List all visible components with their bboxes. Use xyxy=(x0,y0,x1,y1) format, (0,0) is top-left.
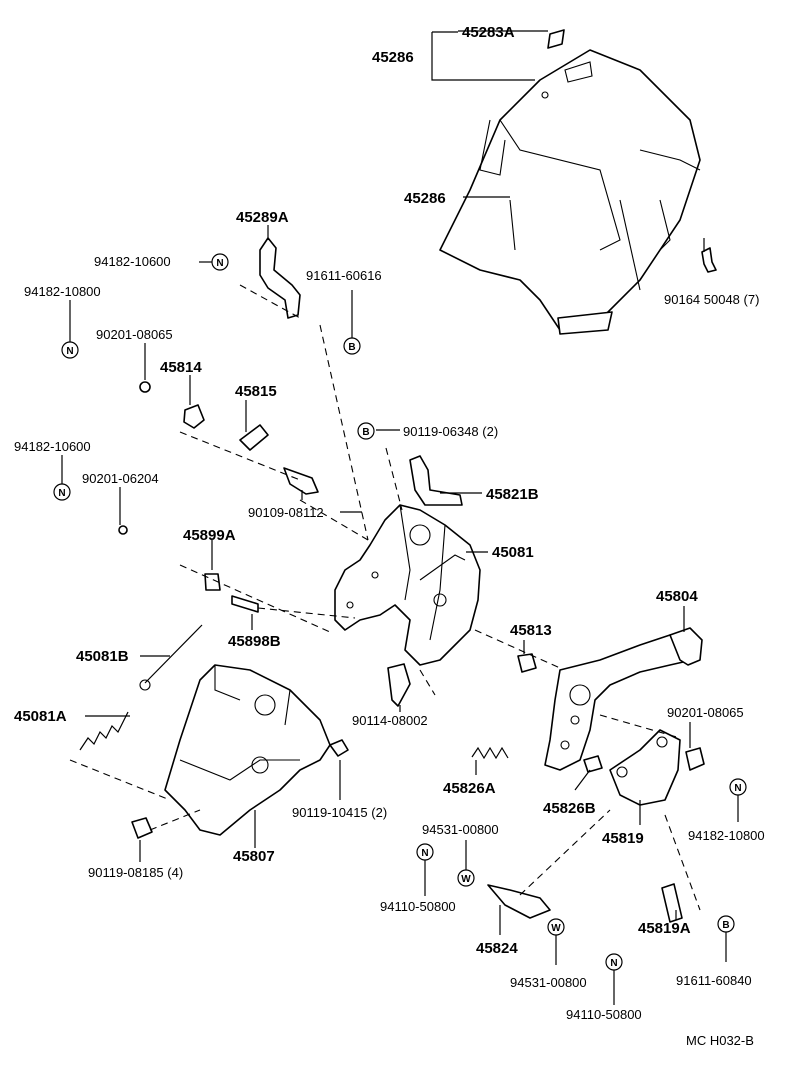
parking-pedal-45804 xyxy=(544,627,703,771)
label-45826A: 45826A xyxy=(443,780,496,797)
label-94110-50800-a: 94110-50800 xyxy=(380,899,456,914)
steering-column-cover xyxy=(439,29,701,335)
bracket-45821B xyxy=(409,455,463,506)
svg-text:B: B xyxy=(362,427,369,438)
plate-45819 xyxy=(609,729,681,806)
label-45804: 45804 xyxy=(656,588,698,605)
label-94182-10600-b: 94182-10600 xyxy=(14,439,91,454)
label-90201-08065-a: 90201-08065 xyxy=(96,327,173,342)
svg-text:N: N xyxy=(66,346,73,357)
diagram-code: MC H032-B xyxy=(686,1033,754,1048)
label-90114-08002: 90114-08002 xyxy=(352,713,428,728)
label-94531-00800-b: 94531-00800 xyxy=(510,975,587,990)
leader-lines xyxy=(61,30,739,1005)
label-94182-10800-a: 94182-10800 xyxy=(24,284,101,299)
label-94182-10800-b: 94182-10800 xyxy=(688,828,765,843)
label-94110-50800-b: 94110-50800 xyxy=(566,1007,642,1022)
label-45081B: 45081B xyxy=(76,648,129,665)
part-labels: 45283A 45286 45286 45289A 94182-10600 94… xyxy=(14,24,765,1048)
svg-text:N: N xyxy=(610,958,617,969)
label-45815: 45815 xyxy=(235,383,277,400)
label-45286: 45286 xyxy=(404,190,446,207)
pedal-support-45807 xyxy=(164,664,331,836)
svg-text:N: N xyxy=(734,783,741,794)
mark-n-2: N xyxy=(61,341,79,359)
label-90119-06348: 90119-06348 (2) xyxy=(403,424,498,439)
lever-45824 xyxy=(487,884,551,919)
mark-b-3: B xyxy=(717,915,735,933)
svg-text:N: N xyxy=(216,258,223,269)
pedal-bracket-45081 xyxy=(334,504,481,666)
label-45899A: 45899A xyxy=(183,527,236,544)
mark-n-4: N xyxy=(729,778,747,796)
svg-text:W: W xyxy=(461,874,471,885)
screw-90164 xyxy=(701,247,717,273)
label-90201-08065-b: 90201-08065 xyxy=(667,705,744,720)
label-45819A: 45819A xyxy=(638,920,691,937)
mark-b-1: B xyxy=(343,337,361,355)
mark-n-1: N xyxy=(211,253,229,271)
mark-n-3: N xyxy=(53,483,71,501)
label-45898B: 45898B xyxy=(228,633,281,650)
mark-w-1: W xyxy=(457,869,475,887)
label-45819: 45819 xyxy=(602,830,644,847)
small-fasteners xyxy=(118,381,705,923)
label-45286-top: 45286 xyxy=(372,49,414,66)
mark-b-2: B xyxy=(357,422,375,440)
spring-45081A xyxy=(79,711,129,751)
label-45081: 45081 xyxy=(492,544,534,561)
label-45289A: 45289A xyxy=(236,209,289,226)
label-94531-00800-a: 94531-00800 xyxy=(422,822,499,837)
spring-45826A xyxy=(471,746,509,760)
label-90119-08185: 90119-08185 (4) xyxy=(88,865,183,880)
label-90109-08112: 90109-08112 xyxy=(248,505,324,520)
bracket-45289A xyxy=(259,237,301,319)
label-45283A: 45283A xyxy=(462,24,515,41)
svg-text:N: N xyxy=(421,848,428,859)
rod-45081B xyxy=(144,624,203,684)
label-90201-06204: 90201-06204 xyxy=(82,471,159,486)
mark-n-6: N xyxy=(605,953,623,971)
label-90119-10415: 90119-10415 (2) xyxy=(292,805,387,820)
label-90164-50048: 90164 50048 (7) xyxy=(664,292,759,307)
svg-text:B: B xyxy=(722,920,729,931)
svg-text:W: W xyxy=(551,923,561,934)
label-45813: 45813 xyxy=(510,622,552,639)
label-45081A: 45081A xyxy=(14,708,67,725)
label-45821B: 45821B xyxy=(486,486,539,503)
label-91611-60840: 91611-60840 xyxy=(676,973,752,988)
svg-text:B: B xyxy=(348,342,355,353)
label-91611-60616: 91611-60616 xyxy=(306,268,382,283)
assembly-lines xyxy=(69,284,701,911)
mark-n-5: N xyxy=(416,843,434,861)
label-45814: 45814 xyxy=(160,359,202,376)
label-94182-10600-a: 94182-10600 xyxy=(94,254,171,269)
label-45824: 45824 xyxy=(476,940,518,957)
mark-w-2: W xyxy=(547,918,565,936)
label-45826B: 45826B xyxy=(543,800,596,817)
label-45807: 45807 xyxy=(233,848,275,865)
svg-text:N: N xyxy=(58,488,65,499)
